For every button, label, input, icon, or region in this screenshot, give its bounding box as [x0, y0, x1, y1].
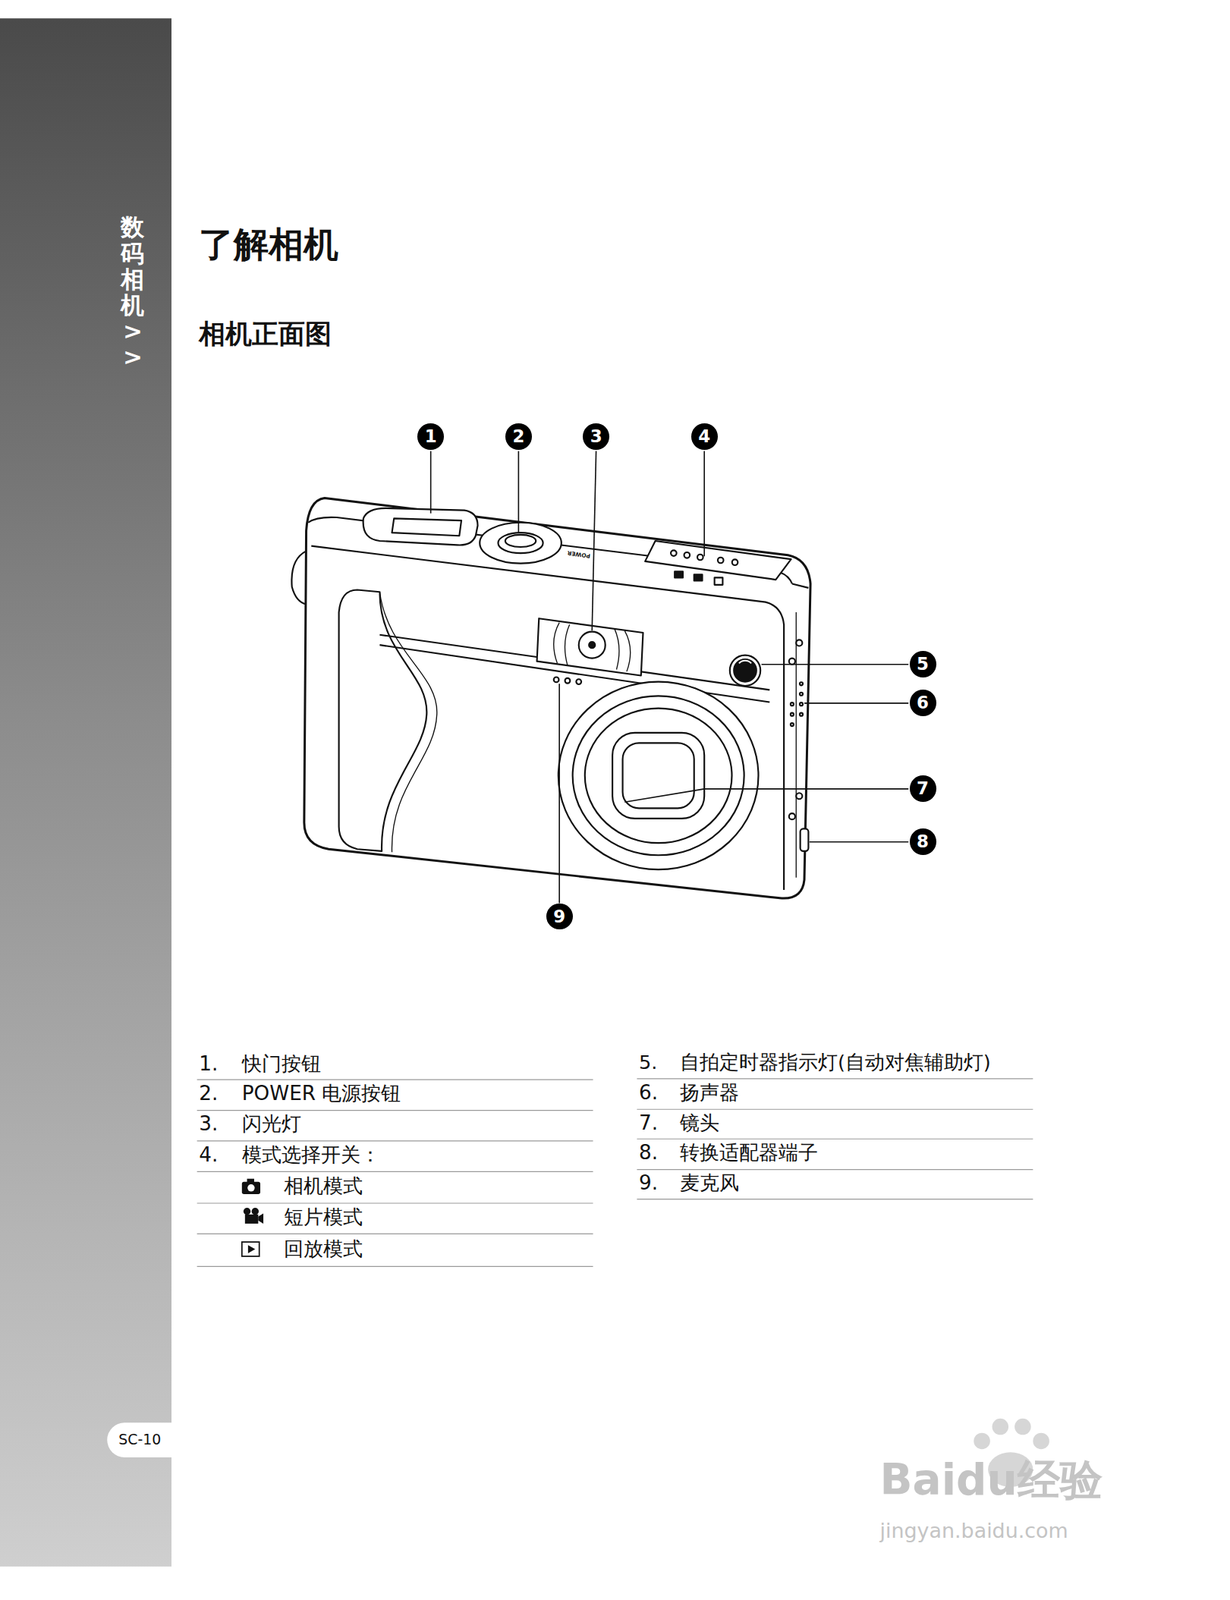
callout-circle: 2 [505, 423, 532, 450]
mode-name: 相机模式 [283, 1175, 363, 1199]
part-name: POWER 电源按钮 [242, 1082, 402, 1106]
callout-circle: 7 [909, 775, 937, 803]
callout-number: 4 [698, 427, 711, 446]
callout-circle: 1 [417, 423, 444, 450]
callout-number: 3 [590, 427, 603, 446]
page-tab-fill [171, 1418, 192, 1462]
callout-circle: 3 [582, 423, 610, 450]
callout-number: 9 [553, 908, 566, 926]
callout-circle: 9 [546, 903, 573, 931]
part-name: 镜头 [679, 1111, 720, 1136]
item-number: 4. [198, 1143, 218, 1168]
button-marking: POWER [566, 549, 591, 560]
callout-number: 6 [916, 694, 929, 712]
item-number: 7. [638, 1111, 658, 1136]
item-number: 9. [638, 1172, 658, 1196]
callout-circle: 8 [909, 828, 937, 856]
watermark-url: jingyan.baidu.com [880, 1519, 1069, 1544]
table-rules [197, 1079, 1034, 1268]
page-title: 了解相机 [198, 223, 339, 266]
callout-circle: 4 [691, 423, 718, 450]
item-number: 3. [198, 1113, 218, 1137]
sidebar [0, 18, 172, 1567]
part-name: 扬声器 [679, 1081, 740, 1105]
callout-number: 8 [916, 833, 929, 851]
part-name: 自拍定时器指示灯(自动对焦辅助灯) [679, 1050, 991, 1075]
callout-number: 2 [512, 427, 525, 446]
mode-name: 短片模式 [283, 1205, 363, 1230]
item-number: 2. [198, 1082, 218, 1106]
item-number: 6. [638, 1081, 658, 1105]
sidebar-label: 数码相机 >> [120, 213, 145, 369]
leader-lines [430, 451, 910, 904]
part-name: 转换适配器端子 [679, 1141, 818, 1165]
item-number: 5. [638, 1050, 658, 1075]
callout-circle: 6 [909, 689, 937, 717]
mode-name: 回放模式 [283, 1237, 363, 1262]
mode-icons [242, 1179, 264, 1257]
callout-number: 7 [916, 780, 929, 798]
watermark: Baidu经验 [880, 1454, 1103, 1507]
section-heading: 相机正面图 [198, 318, 332, 351]
page-number: SC-10 [118, 1431, 161, 1450]
item-number: 1. [198, 1052, 218, 1076]
camera-drawing [291, 497, 811, 899]
part-name: 闪光灯 [242, 1113, 302, 1137]
item-number: 8. [638, 1141, 658, 1165]
part-name: 麦克风 [679, 1172, 740, 1196]
callout-number: 5 [916, 655, 929, 674]
callout-circle: 5 [909, 651, 937, 678]
callout-number: 1 [424, 427, 438, 446]
part-name: 快门按钮 [242, 1052, 321, 1076]
part-name: 模式选择开关： [242, 1143, 381, 1168]
